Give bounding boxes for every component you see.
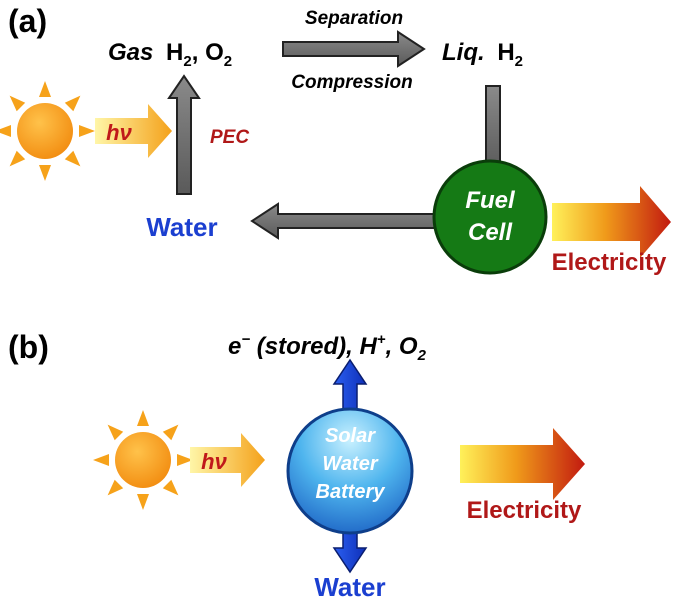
products-mid: (stored), H (250, 333, 377, 360)
fuelcell-to-water-arrow (250, 202, 441, 240)
battery-line2: Water (322, 453, 378, 475)
products-e-sup: − (241, 331, 250, 348)
gas-sub: 2 (183, 53, 191, 70)
gas-products-label: Gas H2, O2 (108, 39, 232, 70)
liq-prefix: Liq. (442, 39, 485, 66)
fuel-cell-circle (432, 159, 548, 275)
separation-arrow (282, 30, 426, 68)
electricity-arrow-b (460, 428, 585, 500)
liq-sub: 2 (515, 53, 523, 70)
fuel-cell-line1: Fuel (465, 187, 516, 214)
water-label: Water (146, 212, 217, 242)
hv-label-b: hν (201, 449, 227, 474)
products-o: , O (385, 333, 418, 360)
up-arrow (332, 358, 368, 413)
products-o-sub: 2 (417, 347, 427, 364)
hv-label: hν (106, 120, 132, 145)
liquid-to-fuelcell-bar (485, 85, 501, 171)
sun-icon-b (93, 410, 193, 510)
panel-a-label: (a) (8, 3, 47, 39)
separation-label: Separation (305, 8, 403, 29)
pec-arrow (167, 74, 201, 195)
gas-prefix: Gas (108, 39, 153, 66)
panel-b-label: (b) (8, 329, 49, 365)
liq-species: H (497, 39, 514, 66)
liquid-h2-label: Liq. H2 (442, 39, 523, 70)
gas-suffix: , O (192, 39, 224, 66)
water-label-b: Water (314, 572, 385, 602)
fuel-cell-line2: Cell (468, 219, 513, 246)
gas-species: H (166, 39, 183, 66)
products-label: e− (stored), H+, O2 (228, 331, 427, 364)
products-h-sup: + (377, 331, 386, 348)
gas-sub2: 2 (224, 53, 232, 70)
battery-line3: Battery (316, 481, 386, 503)
hv-arrow-b (190, 433, 265, 487)
compression-label: Compression (291, 72, 412, 93)
electricity-label: Electricity (552, 249, 667, 276)
electricity-label-b: Electricity (467, 497, 582, 524)
down-arrow (332, 529, 368, 574)
battery-line1: Solar (325, 425, 376, 447)
sun-icon (0, 81, 95, 181)
electricity-arrow (552, 186, 671, 258)
solar-water-battery-circle (286, 407, 414, 535)
products-e: e (228, 333, 241, 360)
pec-label: PEC (210, 127, 249, 148)
hv-arrow (95, 104, 172, 158)
